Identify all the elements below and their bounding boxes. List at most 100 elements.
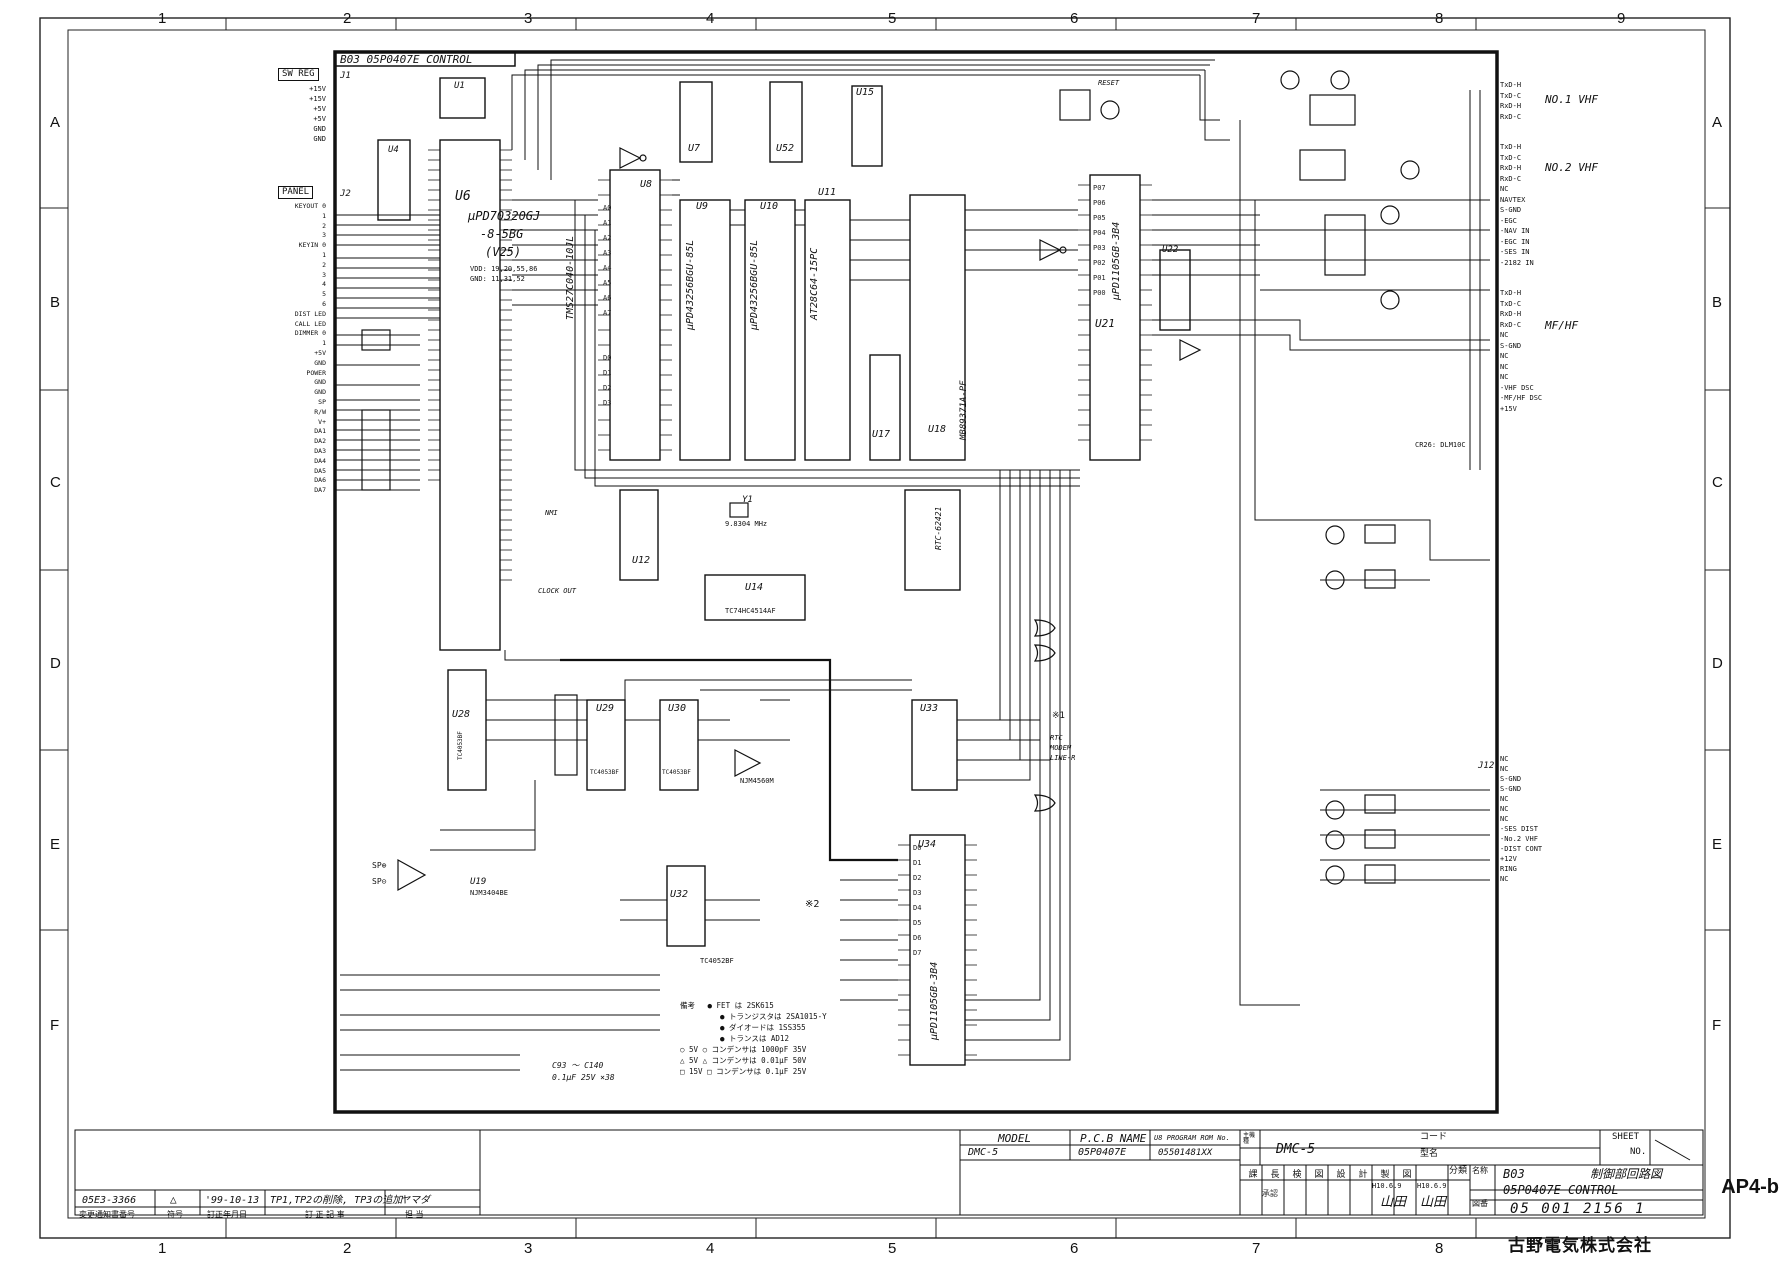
chip-u21: U21 — [1095, 317, 1115, 330]
j2-pin: 6 — [322, 299, 326, 308]
sheet-header: SHEET — [1612, 1132, 1640, 1142]
rev-notice-no: 05E3-3366 — [82, 1195, 137, 1206]
j12-pin: -DIST CONT — [1500, 845, 1543, 853]
drawing-no-header: 図番 — [1472, 1199, 1488, 1208]
grid-col-8-top: 8 — [1435, 10, 1444, 27]
j1-pin: +15V — [309, 85, 326, 93]
svg-text:D3: D3 — [603, 399, 611, 407]
right-pin: TxD-H — [1500, 289, 1522, 297]
reset-label: RESET — [1098, 79, 1120, 87]
rev-col-header: 符号 — [167, 1210, 183, 1219]
chip-u19: U19 — [470, 877, 487, 887]
grid-row-b-left: B — [50, 294, 61, 311]
approval-stamp-left: 承認 — [1262, 1189, 1278, 1198]
svg-text:D1: D1 — [913, 859, 921, 867]
svg-text:P07: P07 — [1093, 184, 1106, 192]
chip-u10-part: μPD43256BGU-85L — [749, 239, 760, 330]
grid-col-5-bottom: 5 — [888, 1240, 897, 1257]
right-pin: S-GND — [1500, 206, 1522, 214]
legend-item: ● FET は 2SK615 — [707, 1001, 774, 1010]
chip-u14-part: TC74HC4514AF — [725, 607, 776, 615]
j2-pin: 4 — [322, 280, 326, 289]
j12-pin: NC — [1500, 875, 1509, 883]
right-pin: NC — [1500, 331, 1509, 339]
j12-pin: NC — [1500, 815, 1509, 823]
chip-u11-part: AT28C64-15PC — [809, 247, 820, 320]
right-pin: -NAV IN — [1500, 227, 1530, 235]
right-pin: TxD-C — [1500, 299, 1522, 308]
nmi-label: NMI — [545, 509, 558, 517]
grid-row-d-left: D — [50, 655, 61, 672]
speaker-plus: SP⊕ — [372, 861, 387, 870]
code-header: コード — [1420, 1132, 1448, 1142]
chip-u34-part: μPD1105GB-3B4 — [929, 961, 940, 1040]
grid-col-4-bottom: 4 — [706, 1240, 715, 1257]
connector-j1: J1 — [340, 71, 351, 81]
j2-pin: DA1 — [314, 427, 326, 436]
svg-text:D1: D1 — [603, 369, 611, 377]
chip-u6-gnd: GND: 11,31,52 — [470, 275, 525, 283]
speaker-minus: SP⊝ — [372, 877, 387, 886]
svg-text:D6: D6 — [913, 934, 921, 942]
chip-u52: U52 — [776, 143, 795, 154]
right-pin: -EGC — [1500, 216, 1517, 225]
modem-note: MODEM — [1050, 744, 1072, 752]
svg-text:P05: P05 — [1093, 214, 1106, 222]
ref-mark-1: ※1 — [1052, 711, 1065, 721]
approval-header: 製 — [1380, 1170, 1390, 1180]
svg-text:A3: A3 — [603, 249, 611, 257]
right-pin: -SES IN — [1500, 248, 1530, 256]
svg-text:D3: D3 — [913, 889, 921, 897]
drawing-no: 05 001 2156 1 — [1510, 1201, 1646, 1217]
chip-u20-part: NJM4560M — [740, 777, 774, 785]
j1-pin: +15V — [309, 95, 326, 103]
rtc-note: RTC — [1050, 734, 1063, 742]
chip-u4: U4 — [388, 145, 399, 155]
right-pin: NC — [1500, 373, 1509, 381]
j12-pin-list: NC NC S-GND S-GND NC NC NC -SES DIST -No… — [1500, 754, 1542, 884]
chip-u32: U32 — [670, 889, 689, 900]
right-pin: NAVTEX — [1500, 195, 1526, 204]
grid-col-2-top: 2 — [343, 10, 352, 27]
chip-u9-part: μPD43256BGU-85L — [685, 239, 696, 330]
rev-mark: △ — [170, 1193, 177, 1206]
right-pin: TxD-C — [1500, 91, 1522, 100]
j2-pin-list: KEYOUT 0 1 2 3 KEYIN 0 1 2 3 4 5 6 DIST … — [276, 202, 326, 496]
j12-pin: NC — [1500, 765, 1509, 773]
line-note: LINE-R — [1050, 754, 1076, 762]
j2-pin: V+ — [318, 417, 326, 426]
approval-date-2: H10.6.9 — [1417, 1182, 1447, 1190]
j12-pin: NC — [1500, 795, 1509, 803]
right-pin: RxD-C — [1500, 174, 1522, 183]
legend-title: 備考 — [680, 1001, 695, 1010]
svg-text:D0: D0 — [603, 354, 611, 362]
ref-mark-2: ※2 — [805, 899, 820, 910]
grid-col-3-top: 3 — [524, 10, 533, 27]
connector-vhf2: NO.2 VHF — [1545, 161, 1598, 174]
chip-u9: U9 — [696, 201, 709, 212]
main-type-header: 主機種 — [1243, 1132, 1256, 1145]
j12-pin: +12V — [1500, 855, 1517, 863]
approval-date-1: H10.6.9 — [1372, 1182, 1402, 1190]
approval-header: 図 — [1402, 1170, 1412, 1180]
rev-col-header: 変更通知書番号 — [79, 1210, 135, 1219]
right-pin: RxD-C — [1500, 112, 1522, 121]
svg-text:A7: A7 — [603, 309, 611, 317]
right-pin: TxD-C — [1500, 153, 1522, 162]
chip-u28-part: TC4053BF — [457, 731, 464, 760]
approval-stamp-1: 山田 — [1380, 1195, 1407, 1210]
grid-row-a-left: A — [50, 114, 61, 131]
approval-header: 長 — [1270, 1170, 1280, 1180]
j2-pin: DA4 — [314, 456, 326, 465]
approval-header: 検 — [1292, 1170, 1302, 1180]
rev-text: TP1,TP2の削除, TP3の追加 — [270, 1195, 403, 1206]
j12-pin: NC — [1500, 805, 1509, 813]
j2-pin: +5V — [314, 348, 326, 357]
j12-pin: RING — [1500, 865, 1517, 873]
pcb-header: P.C.B NAME — [1080, 1132, 1147, 1145]
j12-pin: S-GND — [1500, 785, 1522, 793]
chip-u6-part3: (V25) — [485, 245, 522, 259]
right-pin: -EGC IN — [1500, 237, 1530, 246]
j2-pin: 1 — [322, 211, 326, 220]
legend-item: ● トランジスタは 2SA1015-Y — [720, 1012, 827, 1021]
